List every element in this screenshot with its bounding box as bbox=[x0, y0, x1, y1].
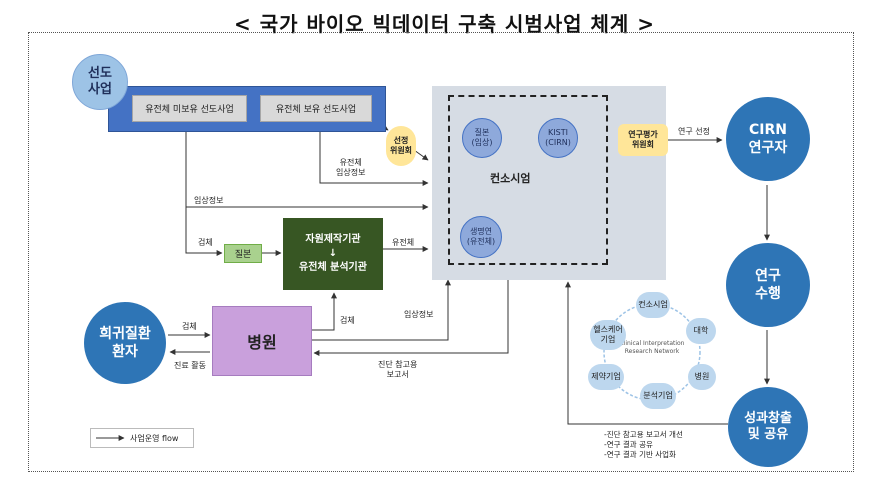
node-kdca-clinical-label: 질본 (임상) bbox=[471, 128, 493, 147]
network-node-consortium-label: 컨소시엄 bbox=[638, 300, 668, 309]
arrow-report-hospital bbox=[313, 280, 509, 356]
cirn-researcher: CIRN 연구자 bbox=[726, 97, 810, 181]
node-kdca-clinical: 질본 (임상) bbox=[462, 118, 502, 158]
consortium-label: 컨소시엄 bbox=[490, 172, 531, 185]
hospital-box: 병원 bbox=[212, 306, 312, 376]
network-node-consortium: 컨소시엄 bbox=[636, 292, 670, 318]
selection-committee: 선정 위원회 bbox=[386, 126, 416, 166]
network-node-university-label: 대학 bbox=[693, 326, 709, 335]
legend-label: 사업운영 flow bbox=[130, 434, 179, 443]
resource-org-line3: 유전체 분석기관 bbox=[299, 262, 367, 273]
resource-org-line2: ↓ bbox=[328, 248, 338, 259]
label-clinical-info-1: 임상정보 bbox=[194, 196, 224, 205]
network-node-pharma-label: 제약기업 bbox=[591, 372, 621, 381]
network-node-university: 대학 bbox=[686, 318, 716, 344]
node-kisti: KISTI (CIRN) bbox=[538, 118, 578, 158]
cirn-researcher-label: CIRN 연구자 bbox=[748, 122, 788, 156]
outcome-circle: 성과창출 및 공유 bbox=[728, 387, 808, 467]
selection-committee-label: 선정 위원회 bbox=[389, 136, 413, 155]
resource-org-line1: 자원제작기관 bbox=[305, 234, 361, 245]
hospital-label: 병원 bbox=[247, 333, 277, 352]
lead-box-genome: 유전체 보유 선도사업 bbox=[260, 95, 372, 122]
network-node-hospital-label: 병원 bbox=[694, 372, 710, 381]
lead-box-no-genome-label: 유전체 미보유 선도사업 bbox=[145, 105, 234, 115]
kdca-small-box: 질본 bbox=[224, 244, 262, 263]
eval-committee: 연구평가 위원회 bbox=[618, 124, 668, 156]
label-clinical-info-2: 임상정보 bbox=[404, 310, 434, 319]
network-node-hospital: 병원 bbox=[688, 364, 716, 390]
lead-project-circle: 선도 사업 bbox=[72, 54, 128, 110]
network-node-healthcare: 헬스케어 기업 bbox=[590, 320, 626, 350]
node-kribb-genome-label: 생명연 (유전체) bbox=[466, 227, 496, 246]
network-node-pharma: 제약기업 bbox=[588, 364, 624, 390]
node-kribb-genome: 생명연 (유전체) bbox=[460, 216, 502, 258]
outcome-label: 성과창출 및 공유 bbox=[744, 411, 792, 442]
patient-label: 희귀질환 환자 bbox=[99, 326, 151, 360]
arrow-hospital-resource bbox=[312, 292, 337, 331]
label-outcome-list: -진단 참고용 보고서 개선 -연구 결과 공유 -연구 결과 기반 사업화 bbox=[604, 430, 683, 459]
arrow-genome-clinical bbox=[319, 132, 429, 186]
lead-project-label: 선도 사업 bbox=[88, 66, 112, 97]
network-node-analysis-label: 분석기업 bbox=[643, 391, 673, 400]
node-kisti-label: KISTI (CIRN) bbox=[545, 128, 571, 147]
arrow-outcome-panel bbox=[565, 281, 728, 425]
label-genome-clinical-info: 유전체 임상정보 bbox=[336, 158, 366, 177]
network-center-text: Clinical Interpretation Research Network bbox=[619, 340, 685, 355]
lead-box-no-genome: 유전체 미보유 선도사업 bbox=[132, 95, 247, 122]
lead-box-genome-label: 유전체 보유 선도사업 bbox=[275, 105, 357, 115]
research-circle: 연구 수행 bbox=[726, 243, 810, 327]
arrow-specimen-kdca bbox=[185, 207, 223, 256]
label-genome-1: 유전체 bbox=[392, 238, 415, 247]
legend-box bbox=[90, 428, 194, 448]
patient-circle: 희귀질환 환자 bbox=[84, 302, 166, 384]
consortium-dashed-box bbox=[448, 95, 608, 265]
resource-org-box: 자원제작기관 ↓ 유전체 분석기관 bbox=[283, 218, 383, 290]
eval-committee-label: 연구평가 위원회 bbox=[628, 130, 658, 149]
diagram-frame bbox=[28, 32, 854, 472]
label-specimen-1: 검체 bbox=[198, 238, 213, 247]
label-diagnosis-report: 진단 참고용 보고서 bbox=[378, 360, 418, 379]
label-specimen-3: 검체 bbox=[182, 322, 197, 331]
label-specimen-2: 검체 bbox=[340, 316, 355, 325]
network-node-healthcare-label: 헬스케어 기업 bbox=[593, 325, 623, 344]
kdca-small-label: 질본 bbox=[234, 250, 252, 260]
network-node-analysis: 분석기업 bbox=[640, 383, 676, 409]
label-research-selection: 연구 선정 bbox=[678, 127, 710, 136]
research-label: 연구 수행 bbox=[755, 268, 781, 302]
arrow-hospital-clinical bbox=[312, 279, 451, 341]
label-treatment: 진료 활동 bbox=[174, 361, 206, 370]
arrow-selection-panel bbox=[413, 149, 429, 161]
